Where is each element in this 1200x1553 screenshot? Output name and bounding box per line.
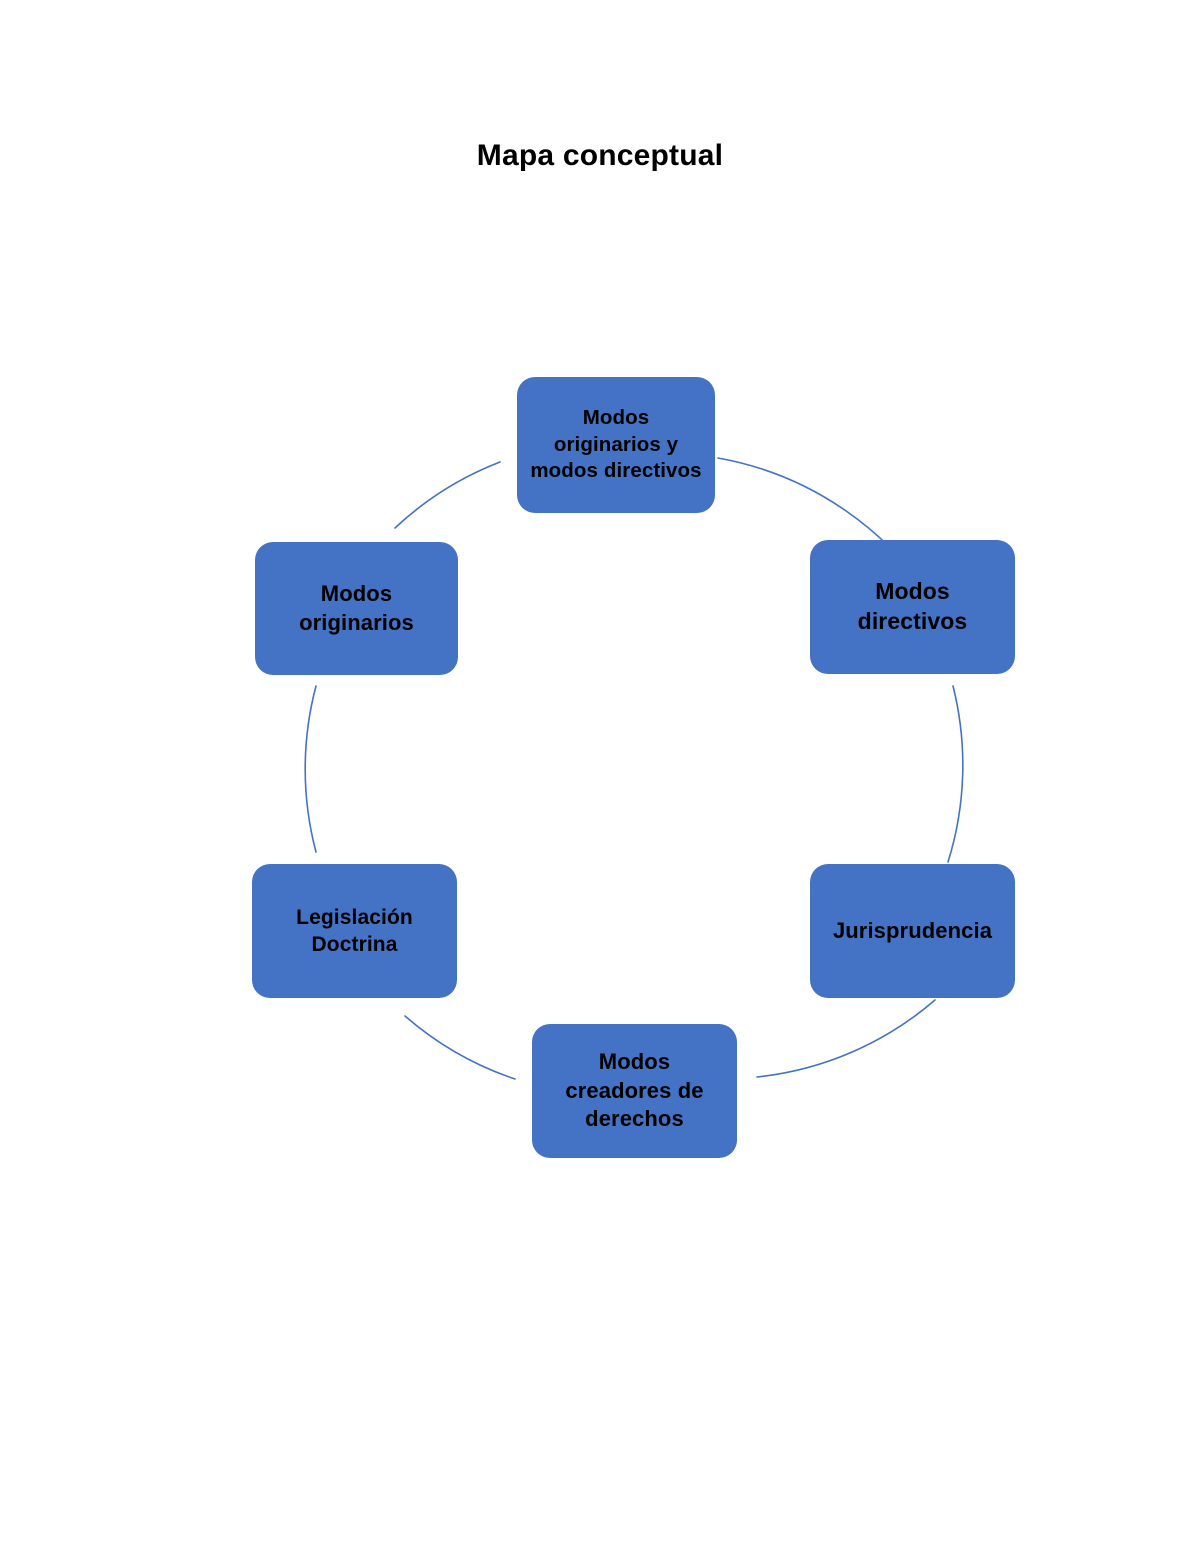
cycle-node-label: Modos originarios: [299, 580, 414, 635]
cycle-node-label: Legislación Doctrina: [296, 905, 413, 956]
cycle-node-label: Jurisprudencia: [832, 917, 993, 943]
cycle-node-jurisprudencia[interactable]: Jurisprudencia: [810, 864, 1015, 998]
arc-lower-right-to-bottom: [756, 999, 936, 1078]
cycle-node-modos-originarios[interactable]: Modos originarios: [255, 542, 458, 675]
arc-upper-left-to-top: [394, 461, 501, 529]
cycle-node-modos-originarios-y-modos-directivos[interactable]: Modos originarios y modos directivos: [517, 377, 715, 513]
cycle-node-modos-directivos[interactable]: Modos directivos: [810, 540, 1015, 674]
page-title: Mapa conceptual: [476, 139, 724, 172]
cycle-node-modos-creadores-de-derechos[interactable]: Modos creadores de derechos: [532, 1024, 737, 1158]
cycle-node-legislacion-doctrina[interactable]: Legislación Doctrina: [252, 864, 457, 998]
cycle-node-label: Modos creadores de derechos: [565, 1049, 704, 1132]
arc-bottom-to-lower-left: [404, 1015, 516, 1080]
cycle-node-label: Modos directivos: [857, 578, 968, 634]
arc-upper-right-to-lower-right: [947, 685, 964, 863]
cycle-node-label: Modos originarios y modos directivos: [530, 406, 702, 483]
arc-lower-left-to-upper-left: [304, 685, 317, 853]
